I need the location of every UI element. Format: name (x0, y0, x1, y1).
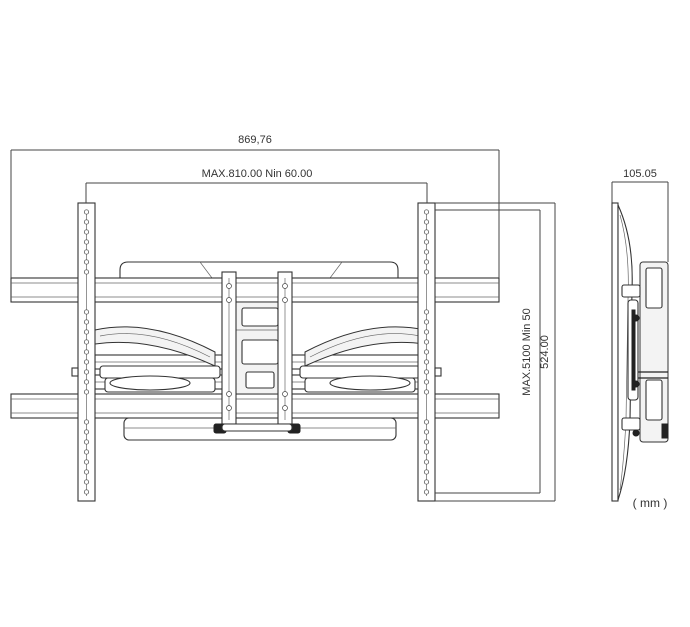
vesa-vertical-label: MAX.5100 Min 50 (521, 308, 533, 395)
mounting-hole (423, 329, 430, 335)
mounting-hole (423, 359, 430, 365)
dimension-depth: 105.05 (611, 168, 669, 262)
side-view: 105.05 ( mm ) (611, 168, 669, 510)
center-post-right (277, 271, 293, 425)
mounting-hole (83, 439, 90, 445)
mounting-hole (423, 429, 430, 435)
mounting-hole (423, 349, 430, 355)
mounting-hole (423, 259, 430, 265)
mounting-hole (423, 379, 430, 385)
mounting-hole (83, 319, 90, 325)
mounting-hole (83, 449, 90, 455)
unit-label: ( mm ) (633, 496, 668, 510)
mounting-hole (423, 419, 430, 425)
left-vertical-bracket (77, 202, 96, 502)
mounting-hole (423, 469, 430, 475)
mounting-hole (83, 259, 90, 265)
mounting-hole (83, 249, 90, 255)
mounting-hole (83, 209, 90, 215)
mounting-hole (423, 269, 430, 275)
mounting-hole (423, 369, 430, 375)
overall-height-label: 524.00 (539, 335, 551, 369)
overall-width-label: 869,76 (238, 134, 272, 146)
mounting-hole (423, 229, 430, 235)
mounting-hole (83, 369, 90, 375)
mounting-hole (83, 309, 90, 315)
mounting-hole (83, 339, 90, 345)
mounting-hole (423, 449, 430, 455)
front-view: 869,76 MAX.810.00 Nin 60.00 MAX.5100 Min… (10, 134, 556, 502)
mounting-hole (423, 459, 430, 465)
mounting-hole (83, 229, 90, 235)
mounting-hole (423, 239, 430, 245)
mounting-hole (423, 319, 430, 325)
dimension-vesa-vertical: MAX.5100 Min 50 (435, 209, 541, 494)
mounting-hole (423, 219, 430, 225)
mounting-hole (423, 339, 430, 345)
depth-label: 105.05 (623, 168, 657, 180)
mounting-hole (423, 209, 430, 215)
mounting-hole (83, 429, 90, 435)
mounting-hole (423, 309, 430, 315)
mounting-hole (83, 239, 90, 245)
side-wall-plate (611, 202, 619, 502)
mounting-hole (83, 469, 90, 475)
mounting-hole (423, 489, 430, 495)
center-post-left (221, 271, 237, 425)
mounting-hole (83, 459, 90, 465)
mounting-hole (83, 479, 90, 485)
right-vertical-bracket (417, 202, 436, 502)
mounting-hole (423, 389, 430, 395)
mounting-hole (83, 419, 90, 425)
mounting-hole (83, 389, 90, 395)
mounting-hole (83, 489, 90, 495)
dimension-vesa-horizontal: MAX.810.00 Nin 60.00 (85, 168, 428, 203)
mounting-hole (83, 329, 90, 335)
mounting-hole (83, 359, 90, 365)
mounting-hole (423, 479, 430, 485)
mounting-hole (83, 219, 90, 225)
mounting-hole (423, 439, 430, 445)
mounting-hole (83, 349, 90, 355)
mounting-hole (83, 379, 90, 385)
vesa-horizontal-label: MAX.810.00 Nin 60.00 (202, 168, 313, 180)
dimension-overall-height: 524.00 (435, 202, 556, 502)
mounting-hole (423, 249, 430, 255)
dimension-overall-width: 869,76 (10, 134, 500, 278)
mounting-hole (83, 269, 90, 275)
